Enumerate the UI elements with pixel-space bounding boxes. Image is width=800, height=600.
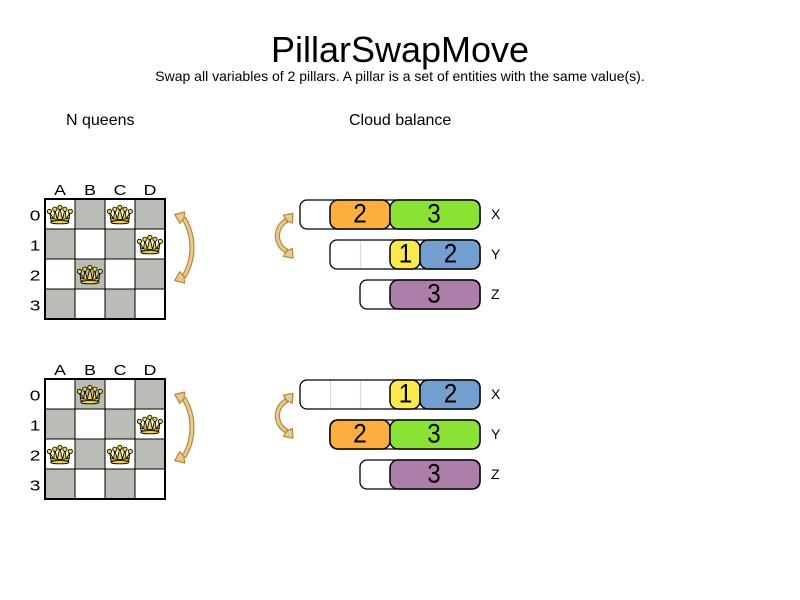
svg-text:3: 3 xyxy=(427,419,441,448)
svg-text:1: 1 xyxy=(399,239,413,268)
svg-text:Z: Z xyxy=(491,466,500,482)
svg-text:Z: Z xyxy=(491,286,500,302)
svg-text:PillarSwapMove: PillarSwapMove xyxy=(271,29,529,70)
svg-text:Cloud balance: Cloud balance xyxy=(349,112,451,129)
svg-text:2: 2 xyxy=(353,419,367,448)
svg-text:Y: Y xyxy=(491,426,501,442)
svg-text:N queens: N queens xyxy=(66,112,135,129)
svg-text:1: 1 xyxy=(399,379,413,408)
svg-text:2: 2 xyxy=(444,379,458,408)
svg-text:3: 3 xyxy=(427,199,441,228)
svg-text:Swap all variables of 2 pillar: Swap all variables of 2 pillars. A pilla… xyxy=(155,68,644,84)
svg-text:2: 2 xyxy=(353,199,367,228)
svg-text:X: X xyxy=(491,206,501,222)
svg-text:3: 3 xyxy=(427,279,441,308)
svg-text:X: X xyxy=(491,386,501,402)
svg-text:Y: Y xyxy=(491,246,501,262)
svg-text:2: 2 xyxy=(444,239,458,268)
svg-text:3: 3 xyxy=(427,459,441,488)
